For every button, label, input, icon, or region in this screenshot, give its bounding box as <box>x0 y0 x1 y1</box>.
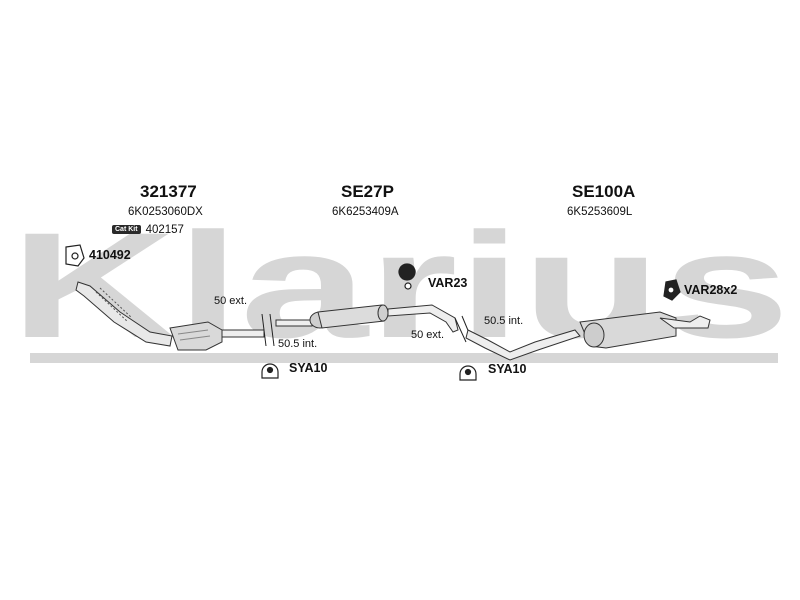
fitting-code: VAR23 <box>428 276 468 290</box>
fitting-code: VAR28x2 <box>684 283 738 297</box>
joint-measurement: 50.5 int. <box>484 315 524 327</box>
part-number-label: 321377 <box>140 182 197 201</box>
part-number-label: SE27P <box>341 182 394 201</box>
centre-silencer-end <box>377 304 389 322</box>
pipe-section <box>221 329 265 338</box>
rear-pipe <box>465 329 581 361</box>
mount-hole <box>667 286 675 294</box>
centre-pipe <box>275 319 313 327</box>
clamp-bolt <box>266 366 274 374</box>
centre-pipe-tail <box>387 304 459 333</box>
rear-silencer-end <box>583 322 605 348</box>
oe-number-label: 6K6253409A <box>332 206 399 218</box>
centre-silencer <box>317 304 385 329</box>
converter-detail <box>177 329 211 341</box>
cat-kit-label: Cat Kit 402157 <box>112 224 184 236</box>
watermark-underline <box>30 353 778 363</box>
mount-hole <box>404 282 412 290</box>
tailpipe <box>659 315 711 329</box>
joint-measurement: 50.5 int. <box>278 338 318 350</box>
joint-measurement: 50 ext. <box>214 295 248 307</box>
cat-kit-number: 402157 <box>145 224 184 236</box>
oe-number-label: 6K0253060DX <box>128 206 203 218</box>
fitting-code: SYA10 <box>488 362 527 376</box>
fitting-code: 410492 <box>89 248 131 262</box>
clamp-bolt <box>464 368 472 376</box>
clamp-joint <box>261 313 275 347</box>
part-number-label: SE100A <box>572 182 636 201</box>
catalytic-converter <box>169 321 223 351</box>
flexi-section <box>95 291 129 323</box>
joint-measurement: 50 ext. <box>411 329 445 341</box>
oe-number-label: 6K5253609L <box>567 206 633 218</box>
front-pipe <box>75 281 173 347</box>
gasket-hole <box>71 252 79 260</box>
fitting-code: SYA10 <box>289 361 328 375</box>
flexi-section <box>99 287 133 319</box>
cat-kit-badge: Cat Kit <box>112 225 141 235</box>
rubber-mount-icon <box>398 263 416 281</box>
